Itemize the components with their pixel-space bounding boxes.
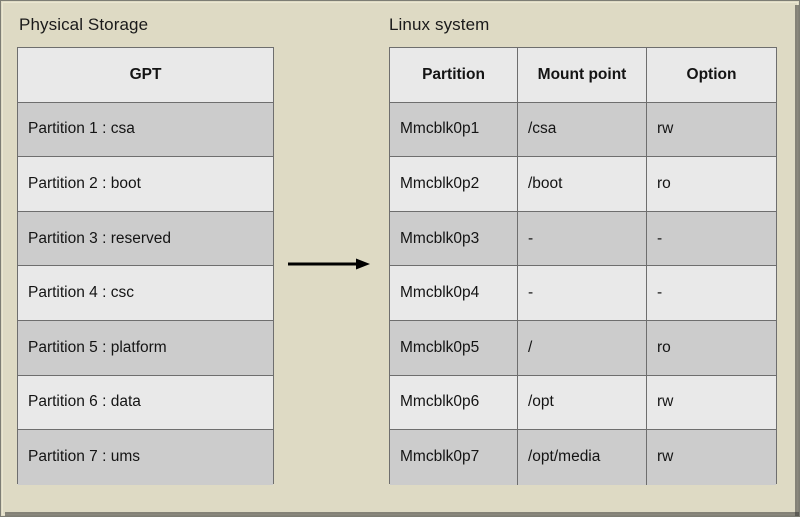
partition-label: Partition 5 : platform [28,338,167,356]
cell-mount-point: /opt [518,375,647,430]
cell-option: rw [657,120,674,138]
table-row: Partition 2 : boot [18,157,273,212]
table-row: Mmcblk0p5 / ro [390,320,776,376]
table-row: Partition 4 : csc [18,266,273,321]
cell-partition: Mmcblk0p7 [390,430,518,485]
linux-table-header-row: Partition Mount point Option [390,48,776,103]
column-header-mount-point: Mount point [518,48,647,102]
table-row: Mmcblk0p4 - - [390,266,776,321]
partition-label: Partition 1 : csa [28,120,135,138]
partition-label: Partition 3 : reserved [28,229,172,247]
table-row: Mmcblk0p2 /boot ro [390,157,776,212]
cell-mount-point: /boot [518,157,647,211]
table-row: Partition 7 : ums [18,430,273,485]
cell-partition: Mmcblk0p6 [390,375,518,430]
partition-label: Partition 6 : data [28,393,141,411]
cell-option: - [657,229,663,247]
table-row: Partition 1 : csa [18,102,273,158]
cell-option: rw [657,393,674,411]
cell-partition: Mmcblk0p5 [390,320,518,375]
right-arrow-icon [288,258,370,270]
table-row: Mmcblk0p7 /opt/media rw [390,430,776,485]
cell-mount-point: / [518,320,647,375]
frame-shadow-right [795,5,799,516]
cell-partition: Mmcblk0p2 [390,157,518,211]
cell-option: - [657,284,663,302]
gpt-table-header-row: GPT [18,48,273,103]
table-row: Mmcblk0p3 - - [390,211,776,267]
column-header-option: Option [686,65,737,83]
table-row: Partition 5 : platform [18,320,273,376]
partition-label: Partition 7 : ums [28,448,140,466]
physical-storage-title: Physical Storage [19,15,149,34]
cell-partition: Mmcblk0p3 [390,211,518,266]
cell-partition: Mmcblk0p1 [390,102,518,157]
partition-label: Partition 2 : boot [28,174,141,192]
frame-shadow-bottom [5,512,799,516]
cell-mount-point: - [518,266,647,320]
table-row: Mmcblk0p1 /csa rw [390,102,776,158]
cell-option: ro [657,174,671,192]
table-row: Partition 3 : reserved [18,211,273,267]
gpt-partition-table: GPT Partition 1 : csa Partition 2 : boot… [17,47,274,485]
cell-partition: Mmcblk0p4 [390,266,518,320]
cell-mount-point: /opt/media [518,430,647,485]
column-header-partition: Partition [390,48,518,102]
linux-mount-table: Partition Mount point Option Mmcblk0p1 /… [389,47,777,485]
cell-mount-point: - [518,211,647,266]
linux-system-title: Linux system [389,15,490,34]
cell-option: rw [657,448,674,466]
cell-option: ro [657,338,671,356]
table-row: Mmcblk0p6 /opt rw [390,375,776,431]
gpt-header-cell: GPT [129,65,162,83]
table-row: Partition 6 : data [18,375,273,431]
cell-mount-point: /csa [518,102,647,157]
partition-label: Partition 4 : csc [28,284,134,302]
